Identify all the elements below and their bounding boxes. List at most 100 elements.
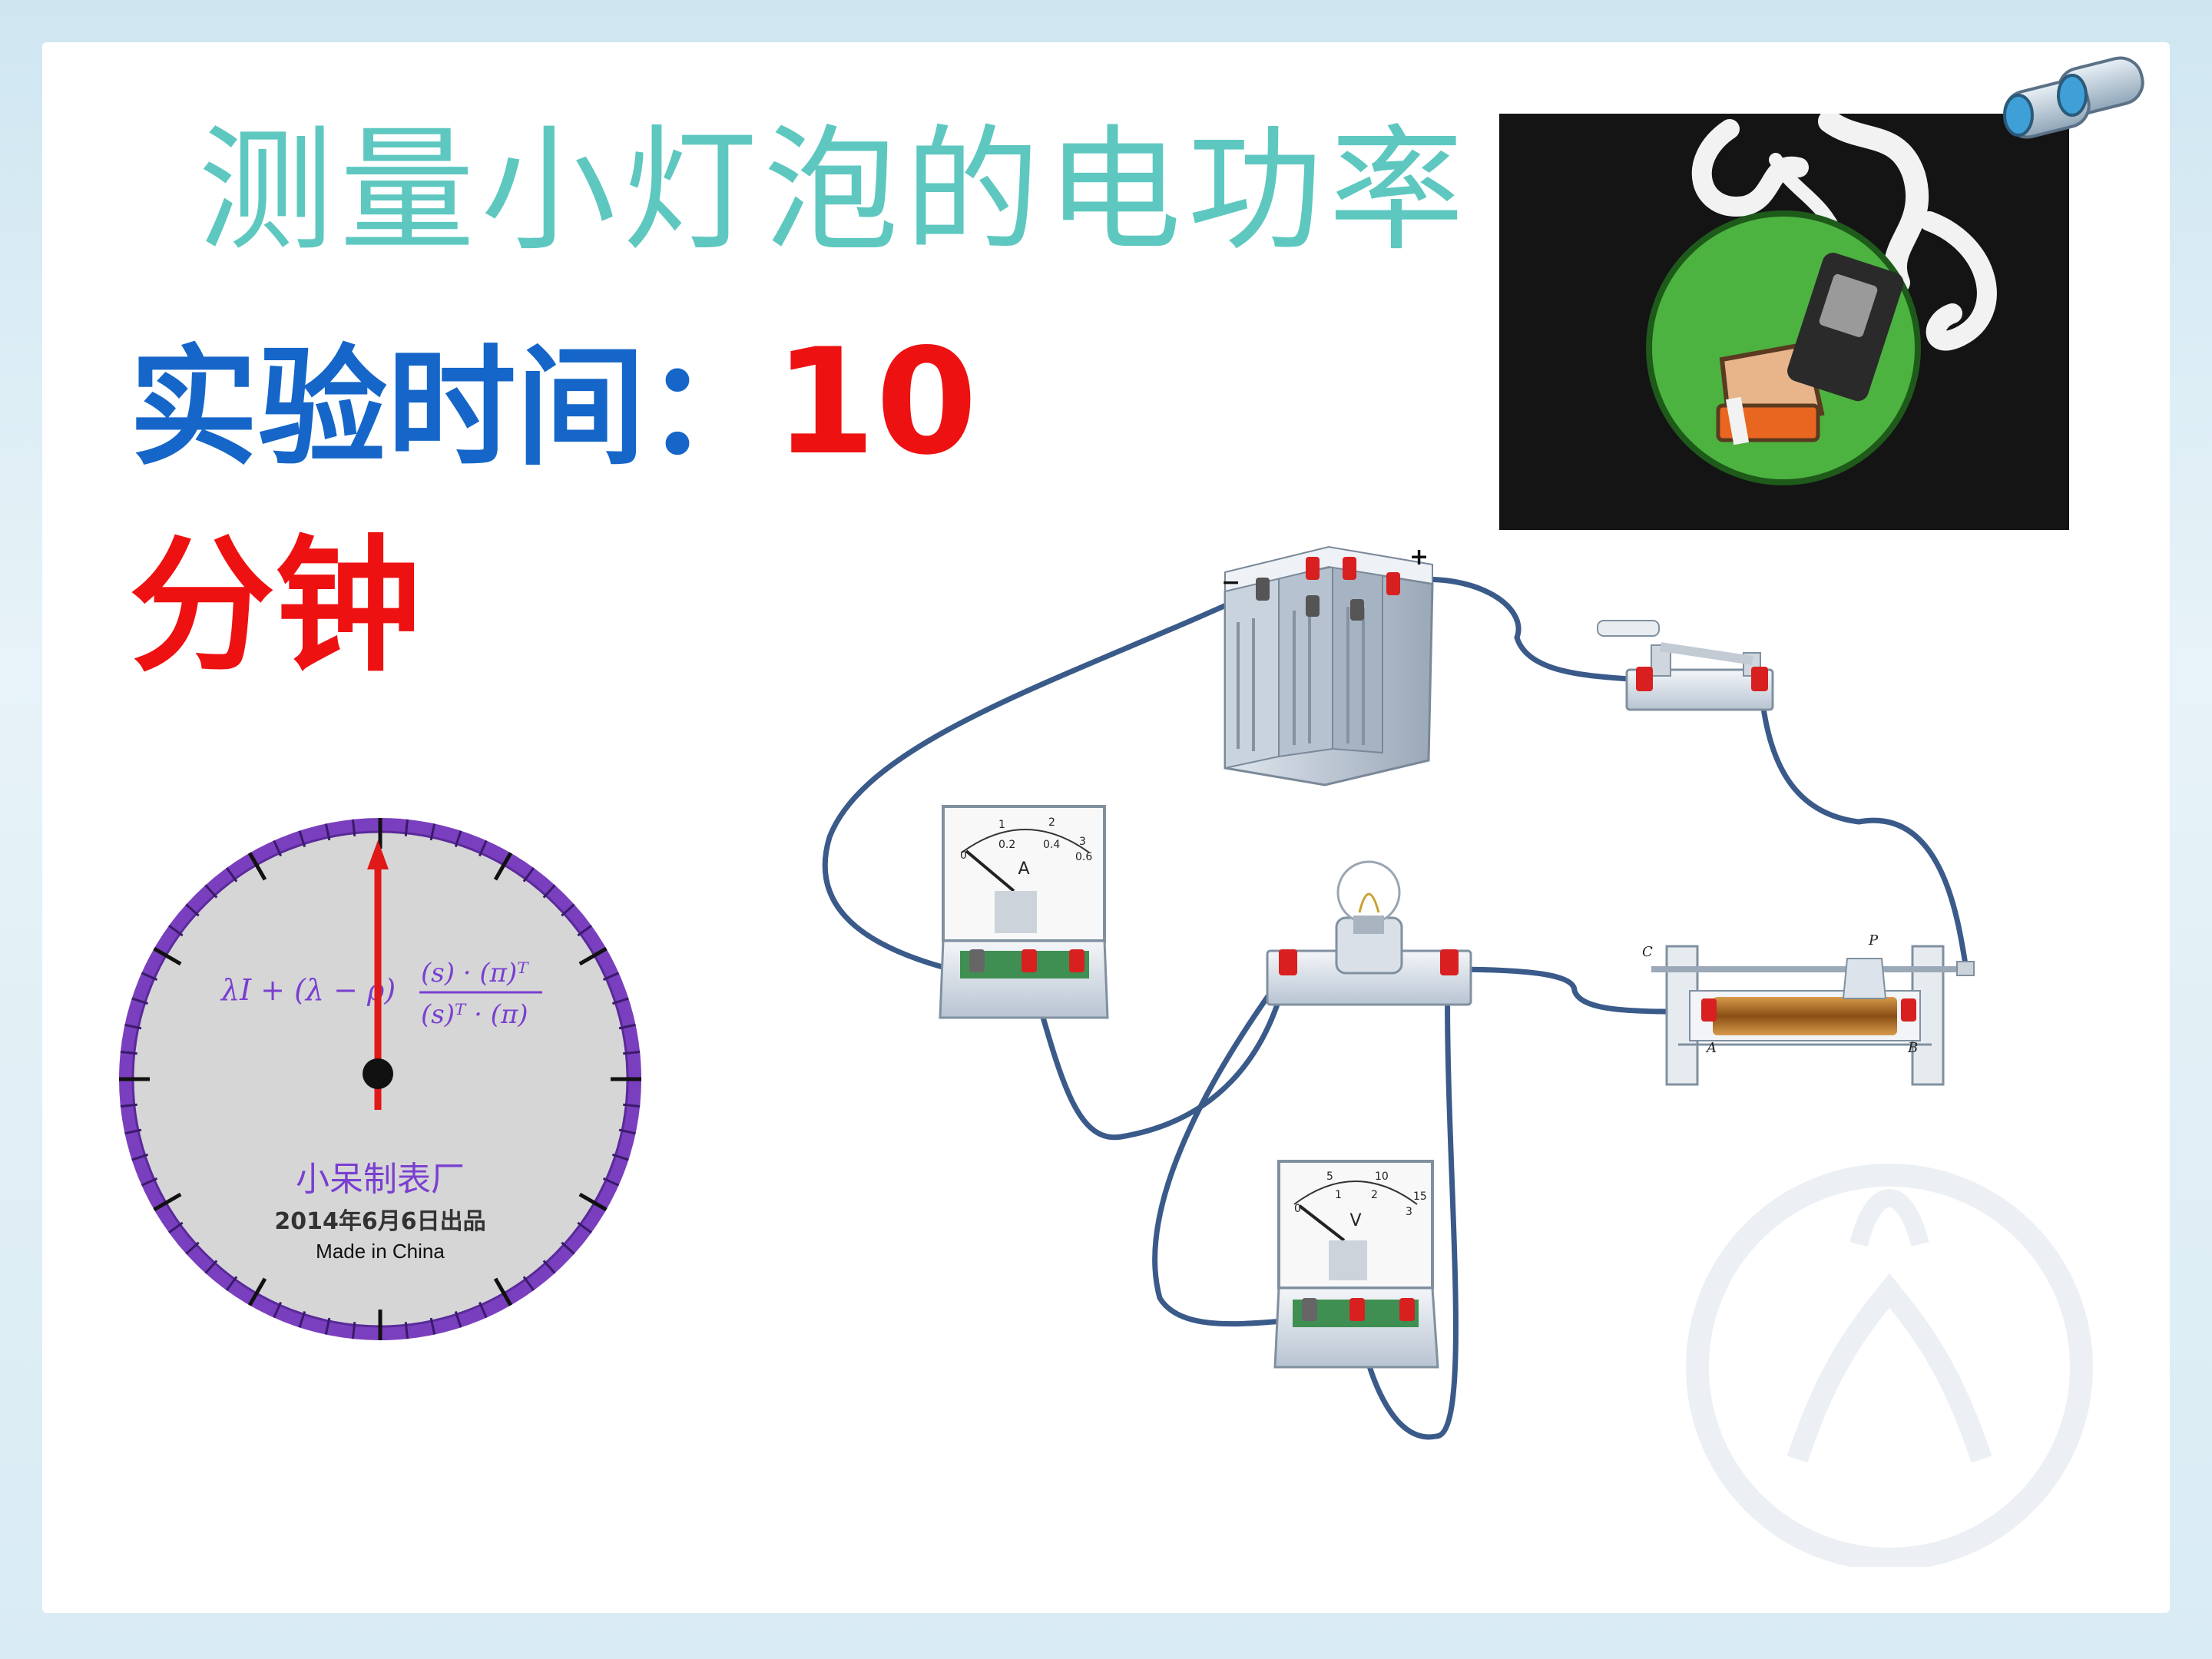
wire-lamp-rheostat: [1445, 966, 1710, 1015]
clock-maker: 小呆制表厂: [296, 1160, 465, 1199]
clock-date: 2014年6月6日出品: [274, 1208, 485, 1235]
clock-minor-tick: [141, 1177, 158, 1187]
clock-major-tick: [578, 946, 608, 966]
clock-minor-tick: [577, 924, 592, 937]
clock-minor-tick: [185, 903, 200, 917]
light-bulb: [1266, 860, 1472, 1006]
clock-minor-tick: [225, 1276, 238, 1291]
battery: − +: [1221, 544, 1434, 786]
experiment-time-label: 实验时间：: [129, 333, 774, 483]
clock-minor-tick: [225, 867, 238, 882]
binoculars-icon: [2003, 56, 2144, 139]
clock-minor-tick: [602, 972, 620, 982]
wire-battery-switch: [1389, 576, 1641, 683]
ammeter-scale-bottom-2: 0.4: [1043, 839, 1060, 851]
ammeter-scale-top-3: 3: [1079, 836, 1086, 848]
clock-minor-tick: [522, 1276, 535, 1291]
clock-minor-tick: [204, 1260, 218, 1274]
clock-minor-tick: [623, 1050, 641, 1055]
voltmeter-symbol: V: [1349, 1211, 1361, 1230]
knife-switch[interactable]: [1597, 620, 1774, 711]
clock-minor-tick: [561, 1241, 575, 1255]
clock-minor-tick: [611, 1153, 629, 1161]
rheostat-label-c: C: [1642, 944, 1653, 960]
clock-minor-tick: [324, 1317, 331, 1335]
voltmeter-scale-top-5: 5: [1326, 1171, 1333, 1183]
battery-minus-label: −: [1221, 569, 1240, 596]
clock-minor-tick: [298, 1310, 306, 1328]
clock-minor-tick: [124, 1128, 142, 1135]
clock-major-tick: [578, 1192, 608, 1212]
clock-minor-tick: [131, 997, 149, 1005]
battery-plus-label: +: [1409, 544, 1429, 571]
voltmeter-scale-bottom-1: 1: [1335, 1189, 1342, 1201]
clock-major-tick: [493, 852, 513, 881]
clock-minor-tick: [141, 972, 158, 982]
clock-minor-tick: [204, 884, 218, 899]
experiment-time-value: 10: [774, 317, 978, 487]
countdown-clock: λI + (λ − ρ) (s) · (π)ᵀ (s)ᵀ · (π) 小呆制表厂…: [119, 818, 641, 1340]
clock-minor-tick: [404, 819, 409, 836]
voltmeter-scale-top-10: 10: [1375, 1171, 1389, 1183]
clock-minor-tick: [168, 1221, 184, 1234]
clock-minor-tick: [618, 1128, 636, 1135]
voltmeter: V 5 10 15 0 1 2 3: [1273, 1160, 1439, 1369]
ammeter-scale-bottom-0: 0: [960, 849, 967, 862]
clock-major-tick: [247, 1277, 267, 1306]
clock-minor-tick: [120, 1103, 137, 1108]
clock-minor-tick: [298, 830, 306, 848]
clock-minor-tick: [351, 1322, 356, 1339]
rheostat-label-a: A: [1705, 1040, 1717, 1056]
clock-minor-tick: [602, 1177, 620, 1187]
clock-ticks: [119, 818, 641, 1340]
clock-minor-tick: [324, 823, 331, 841]
voltmeter-scale-bottom-0: 0: [1294, 1203, 1301, 1215]
smoking-hand-illustration: [1646, 110, 1997, 485]
ammeter-scale-top-1: 1: [998, 819, 1005, 831]
clock-minor-tick: [611, 997, 629, 1005]
wire-switch-rheostat: [1757, 677, 1969, 972]
clock-minor-tick: [120, 1050, 137, 1055]
clock-minor-tick: [351, 819, 356, 836]
clock-minor-tick: [623, 1103, 641, 1108]
clock-minor-tick: [522, 867, 535, 882]
wire-ammeter-lamp: [1026, 966, 1290, 1141]
clock-minor-tick: [185, 1241, 200, 1255]
voltmeter-scale-top-15: 15: [1413, 1190, 1427, 1203]
ammeter-scale-top-2: 2: [1048, 816, 1055, 829]
rheostat-label-p: P: [1868, 932, 1879, 949]
clock-minor-tick: [273, 1301, 283, 1319]
voltmeter-scale-bottom-3: 3: [1406, 1206, 1412, 1218]
watermark-logo: [1686, 1164, 2093, 1567]
clock-minor-tick: [618, 1023, 636, 1030]
clock-minor-tick: [542, 1260, 556, 1274]
ammeter: A 1 2 3 0 0.2 0.4 0.6: [939, 805, 1109, 1019]
clock-major-tick: [493, 1277, 513, 1306]
clock-minor-tick: [561, 903, 575, 917]
clock-formula-numerator: (s) · (π)ᵀ: [421, 958, 529, 988]
clock-formula-left: λI + (λ − ρ): [220, 973, 396, 1007]
clock-origin: Made in China: [316, 1240, 445, 1263]
wire-lamp-voltmeter-2: [1355, 966, 1459, 1440]
ammeter-scale-bottom-3: 0.6: [1075, 851, 1092, 863]
clock-formula-denominator: (s)ᵀ · (π): [421, 999, 528, 1030]
clock-minor-tick: [273, 839, 283, 857]
experiment-time: 实验时间：10: [129, 303, 977, 490]
voltmeter-scale-bottom-2: 2: [1371, 1189, 1378, 1201]
wire-battery-ammeter: [822, 587, 1263, 977]
clock-minor-tick: [542, 884, 556, 899]
rheostat: C P A B: [1642, 932, 1975, 1086]
ammeter-scale-bottom-1: 0.2: [998, 839, 1015, 851]
rheostat-label-b: B: [1907, 1040, 1918, 1056]
page-title: 测量小灯泡的电功率: [198, 112, 1471, 270]
clock-major-tick: [153, 946, 182, 966]
clock-minor-tick: [478, 1301, 488, 1319]
clock-minor-tick: [124, 1023, 142, 1030]
clock-major-tick: [247, 852, 267, 881]
clock-minor-tick: [429, 823, 436, 841]
clock-minor-tick: [168, 924, 184, 937]
clock-minor-tick: [131, 1153, 149, 1161]
video-thumbnail[interactable]: [1499, 110, 2069, 530]
clock-minor-tick: [454, 1310, 462, 1328]
